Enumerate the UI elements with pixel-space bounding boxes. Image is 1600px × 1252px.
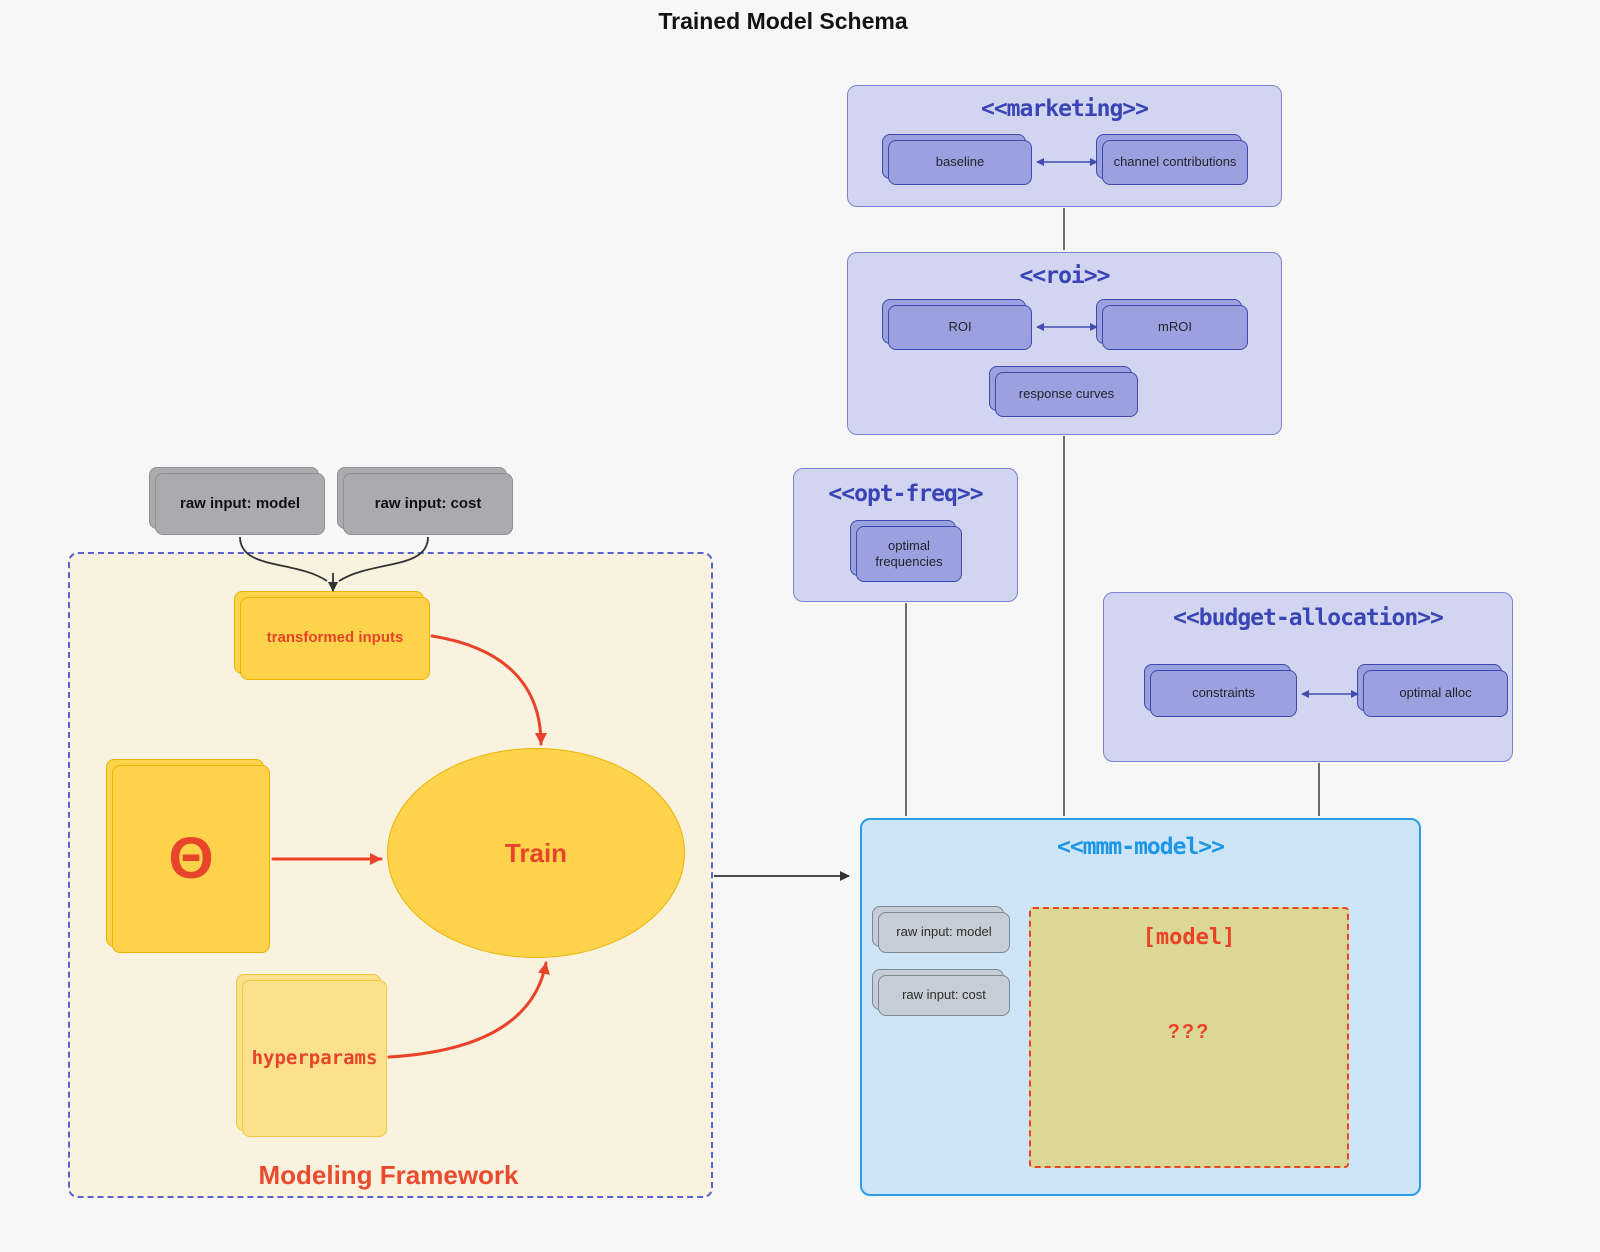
node-theta: Θ: [106, 759, 270, 953]
node-baseline: baseline: [882, 134, 1032, 185]
node-mmm-raw-input-cost: raw input: cost: [872, 969, 1010, 1016]
node-optimal-frequencies-label: optimal frequencies: [856, 526, 962, 582]
group-roi-title: <<roi>>: [1019, 263, 1111, 289]
node-raw-input-model-label: raw input: model: [155, 473, 325, 535]
node-optimal-frequencies: optimal frequencies: [850, 520, 962, 582]
model-unknown-label: ???: [1167, 1021, 1211, 1043]
group-budget-allocation-title: <<budget-allocation>>: [1173, 605, 1444, 631]
node-optimal-alloc: optimal alloc: [1357, 664, 1508, 717]
group-mmm-model-title: <<mmm-model>>: [1056, 834, 1225, 860]
node-mroi-label: mROI: [1102, 305, 1248, 350]
node-raw-input-cost-label: raw input: cost: [343, 473, 513, 535]
node-transformed-inputs-label: transformed inputs: [240, 597, 430, 680]
group-opt-freq-title: <<opt-freq>>: [828, 481, 983, 507]
node-raw-input-model: raw input: model: [149, 467, 325, 535]
node-response-curves: response curves: [989, 366, 1138, 417]
node-optimal-alloc-label: optimal alloc: [1363, 670, 1508, 717]
train-label: Train: [504, 837, 568, 868]
node-mmm-raw-input-model: raw input: model: [872, 906, 1010, 953]
page-title: Trained Model Schema: [658, 8, 908, 34]
node-transformed-inputs: transformed inputs: [234, 591, 430, 680]
node-baseline-label: baseline: [888, 140, 1032, 185]
node-constraints-label: constraints: [1150, 670, 1297, 717]
node-channel-contributions: channel contributions: [1096, 134, 1248, 185]
node-hyperparams-label: hyperparams: [242, 980, 387, 1137]
node-channel-contributions-label: channel contributions: [1102, 140, 1248, 185]
node-raw-input-cost: raw input: cost: [337, 467, 513, 535]
train-ellipse: Train: [387, 748, 685, 958]
modeling-framework-label: Modeling Framework: [258, 1160, 519, 1190]
node-roi-label: ROI: [888, 305, 1032, 350]
node-theta-label: Θ: [112, 765, 270, 953]
node-mmm-raw-input-model-label: raw input: model: [878, 912, 1010, 953]
node-response-curves-label: response curves: [995, 372, 1138, 417]
node-mroi: mROI: [1096, 299, 1248, 350]
model-placeholder-box: [model] ???: [1029, 907, 1349, 1168]
node-mmm-raw-input-cost-label: raw input: cost: [878, 975, 1010, 1016]
group-marketing-title: <<marketing>>: [980, 96, 1149, 122]
node-constraints: constraints: [1144, 664, 1297, 717]
node-roi: ROI: [882, 299, 1032, 350]
node-hyperparams: hyperparams: [236, 974, 387, 1137]
model-placeholder-label: [model]: [1142, 925, 1236, 950]
